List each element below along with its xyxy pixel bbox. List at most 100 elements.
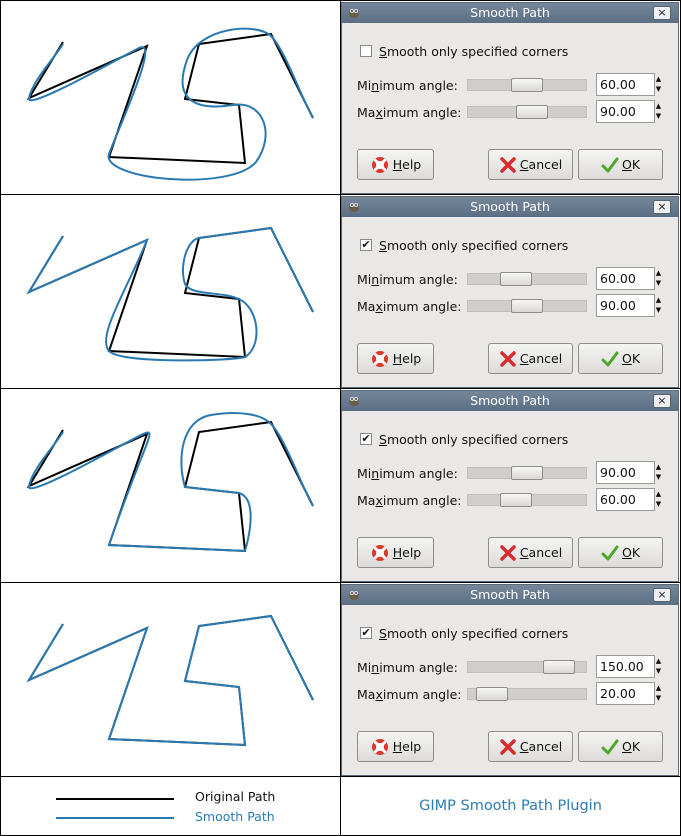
dialog-title: Smooth Path (470, 5, 550, 20)
min-angle-slider[interactable] (467, 272, 587, 286)
path-illustration (1, 584, 340, 776)
checkbox-label: Smooth only specified corners (379, 431, 569, 447)
cancel-button[interactable]: Cancel (488, 149, 573, 180)
grid-divider-4 (0, 776, 681, 777)
max-angle-spin-arrows[interactable]: ▲▼ (655, 296, 662, 314)
min-angle-slider-thumb[interactable] (511, 78, 543, 92)
help-button[interactable]: Help (357, 731, 434, 762)
checkbox-label: Smooth only specified corners (379, 237, 569, 253)
cancel-label: Cancel (519, 351, 563, 366)
max-angle-spin-arrows[interactable]: ▲▼ (655, 490, 662, 508)
grid-divider-3 (0, 582, 681, 583)
lifebuoy-icon (371, 544, 388, 561)
close-button[interactable]: × (653, 394, 671, 408)
cancel-button[interactable]: Cancel (488, 343, 573, 374)
max-angle-slider-thumb[interactable] (516, 105, 548, 119)
lifebuoy-icon (371, 350, 388, 367)
min-angle-slider[interactable] (467, 660, 587, 674)
smooth-path (26, 614, 314, 747)
checkmark-icon: ✔ (361, 238, 371, 251)
dialog-titlebar[interactable]: Smooth Path × (342, 391, 678, 411)
max-angle-slider-thumb[interactable] (511, 299, 543, 313)
example-row-4: Smooth Path × ✔ Smooth only specified co… (0, 583, 681, 777)
max-angle-spin-arrows[interactable]: ▲▼ (655, 102, 662, 120)
ok-button[interactable]: OK (578, 537, 663, 568)
green-check-icon (601, 351, 619, 366)
close-icon: × (657, 394, 667, 407)
dialog-titlebar[interactable]: Smooth Path × (342, 197, 678, 217)
smooth-path (26, 226, 314, 362)
min-angle-spin-arrows[interactable]: ▲▼ (655, 75, 662, 93)
ok-label: OK (621, 739, 641, 754)
ok-button[interactable]: OK (578, 149, 663, 180)
smooth-path (28, 412, 314, 553)
close-button[interactable]: × (653, 200, 671, 214)
smooth-specified-checkbox[interactable]: ✔ (360, 433, 372, 445)
red-x-icon (500, 156, 516, 173)
min-angle-spin-arrows[interactable]: ▲▼ (655, 657, 662, 675)
min-angle-label: Minimum angle: (357, 660, 458, 675)
close-button[interactable]: × (653, 6, 671, 20)
max-angle-slider-thumb[interactable] (476, 687, 508, 701)
max-angle-input[interactable]: 60.00 (596, 488, 655, 511)
min-angle-slider-thumb[interactable] (500, 272, 532, 286)
cancel-label: Cancel (519, 545, 563, 560)
gimp-wilber-icon (349, 397, 359, 406)
dialog-titlebar[interactable]: Smooth Path × (342, 585, 678, 605)
ok-button[interactable]: OK (578, 731, 663, 762)
help-label: Help (392, 351, 422, 366)
cancel-button[interactable]: Cancel (488, 731, 573, 762)
min-angle-spin-arrows[interactable]: ▲▼ (655, 463, 662, 481)
min-angle-input[interactable]: 60.00 (596, 73, 655, 96)
legend-smooth-label: Smooth Path (195, 809, 275, 824)
smooth-specified-checkbox[interactable]: ✔ (360, 627, 372, 639)
dialog-titlebar[interactable]: Smooth Path × (342, 3, 678, 23)
min-angle-slider[interactable] (467, 78, 587, 92)
help-button[interactable]: Help (357, 343, 434, 374)
ok-label: OK (621, 351, 641, 366)
help-button[interactable]: Help (357, 537, 434, 568)
example-row-1: Smooth Path × Smooth only specified corn… (0, 1, 681, 195)
max-angle-input[interactable]: 90.00 (596, 100, 655, 123)
min-angle-label: Minimum angle: (357, 78, 458, 93)
red-x-icon (500, 738, 516, 755)
min-angle-input[interactable]: 150.00 (596, 655, 655, 678)
min-angle-input[interactable]: 90.00 (596, 461, 655, 484)
grid-divider-vertical (340, 0, 341, 836)
max-angle-slider[interactable] (467, 105, 587, 119)
max-angle-input[interactable]: 20.00 (596, 682, 655, 705)
red-x-icon (500, 544, 516, 561)
smooth-specified-checkbox-row[interactable]: ✔ Smooth only specified corners (360, 237, 568, 253)
max-angle-input[interactable]: 90.00 (596, 294, 655, 317)
green-check-icon (601, 739, 619, 754)
green-check-icon (601, 545, 619, 560)
min-angle-slider-thumb[interactable] (511, 466, 543, 480)
gimp-wilber-icon (349, 591, 359, 600)
max-angle-slider[interactable] (467, 299, 587, 313)
min-angle-spin-arrows[interactable]: ▲▼ (655, 269, 662, 287)
min-angle-input[interactable]: 60.00 (596, 267, 655, 290)
path-illustration (1, 2, 340, 194)
smooth-specified-checkbox-row[interactable]: ✔ Smooth only specified corners (360, 431, 568, 447)
help-button[interactable]: Help (357, 149, 434, 180)
original-path (26, 614, 314, 747)
smooth-specified-checkbox-row[interactable]: Smooth only specified corners (360, 43, 568, 59)
max-angle-label: Maximum angle: (357, 105, 462, 120)
dialog-title: Smooth Path (470, 393, 550, 408)
max-angle-label: Maximum angle: (357, 299, 462, 314)
min-angle-slider[interactable] (467, 466, 587, 480)
max-angle-slider[interactable] (467, 493, 587, 507)
original-path (26, 32, 314, 165)
ok-button[interactable]: OK (578, 343, 663, 374)
min-angle-slider-thumb[interactable] (543, 660, 575, 674)
smooth-specified-checkbox[interactable] (360, 45, 372, 57)
smooth-specified-checkbox[interactable]: ✔ (360, 239, 372, 251)
max-angle-slider[interactable] (467, 687, 587, 701)
ok-label: OK (621, 545, 641, 560)
cancel-button[interactable]: Cancel (488, 537, 573, 568)
max-angle-slider-thumb[interactable] (500, 493, 532, 507)
close-icon: × (657, 588, 667, 601)
smooth-specified-checkbox-row[interactable]: ✔ Smooth only specified corners (360, 625, 568, 641)
max-angle-spin-arrows[interactable]: ▲▼ (655, 684, 662, 702)
close-button[interactable]: × (653, 588, 671, 602)
